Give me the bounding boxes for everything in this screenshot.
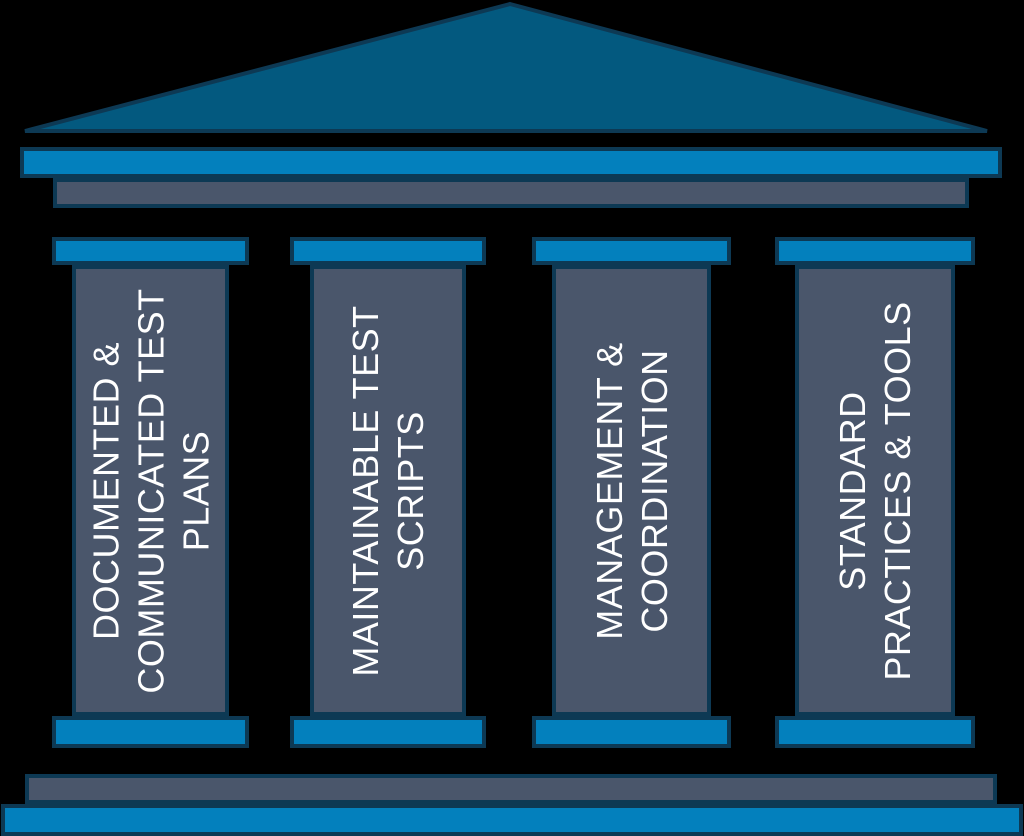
pillar-base — [775, 716, 975, 748]
roof-pediment — [24, 1, 988, 133]
foundation-bar — [1, 804, 1023, 836]
pillar-label: DOCUMENTED & COMMUNICATED TEST PLANS — [85, 287, 216, 694]
pillar-management-coordination: MANAGEMENT & COORDINATION — [532, 237, 731, 748]
pillar-label: STANDARD PRACTICES & TOOLS — [832, 300, 918, 681]
pillar-shaft: MAINTAINABLE TEST SCRIPTS — [310, 265, 466, 716]
pillar-capital — [52, 237, 249, 265]
pillar-standard-practices-tools: STANDARD PRACTICES & TOOLS — [775, 237, 975, 748]
pillar-base — [532, 716, 731, 748]
pillar-label: MANAGEMENT & COORDINATION — [588, 341, 675, 640]
pediment-triangle — [24, 1, 988, 133]
pillar-label: MAINTAINABLE TEST SCRIPTS — [345, 304, 431, 677]
pillar-shaft: STANDARD PRACTICES & TOOLS — [795, 265, 955, 716]
stylobate-bar — [25, 774, 997, 804]
pillar-capital — [290, 237, 486, 265]
pillar-documented-test-plans: DOCUMENTED & COMMUNICATED TEST PLANS — [52, 237, 249, 748]
pillar-capital — [775, 237, 975, 265]
pillar-base — [290, 716, 486, 748]
pillar-shaft: MANAGEMENT & COORDINATION — [552, 265, 711, 716]
pillar-shaft: DOCUMENTED & COMMUNICATED TEST PLANS — [72, 265, 229, 716]
pillar-base — [52, 716, 249, 748]
pillar-maintainable-test-scripts: MAINTAINABLE TEST SCRIPTS — [290, 237, 486, 748]
frieze-bar — [53, 178, 969, 208]
architrave-bar — [20, 147, 1002, 178]
pillar-capital — [532, 237, 731, 265]
